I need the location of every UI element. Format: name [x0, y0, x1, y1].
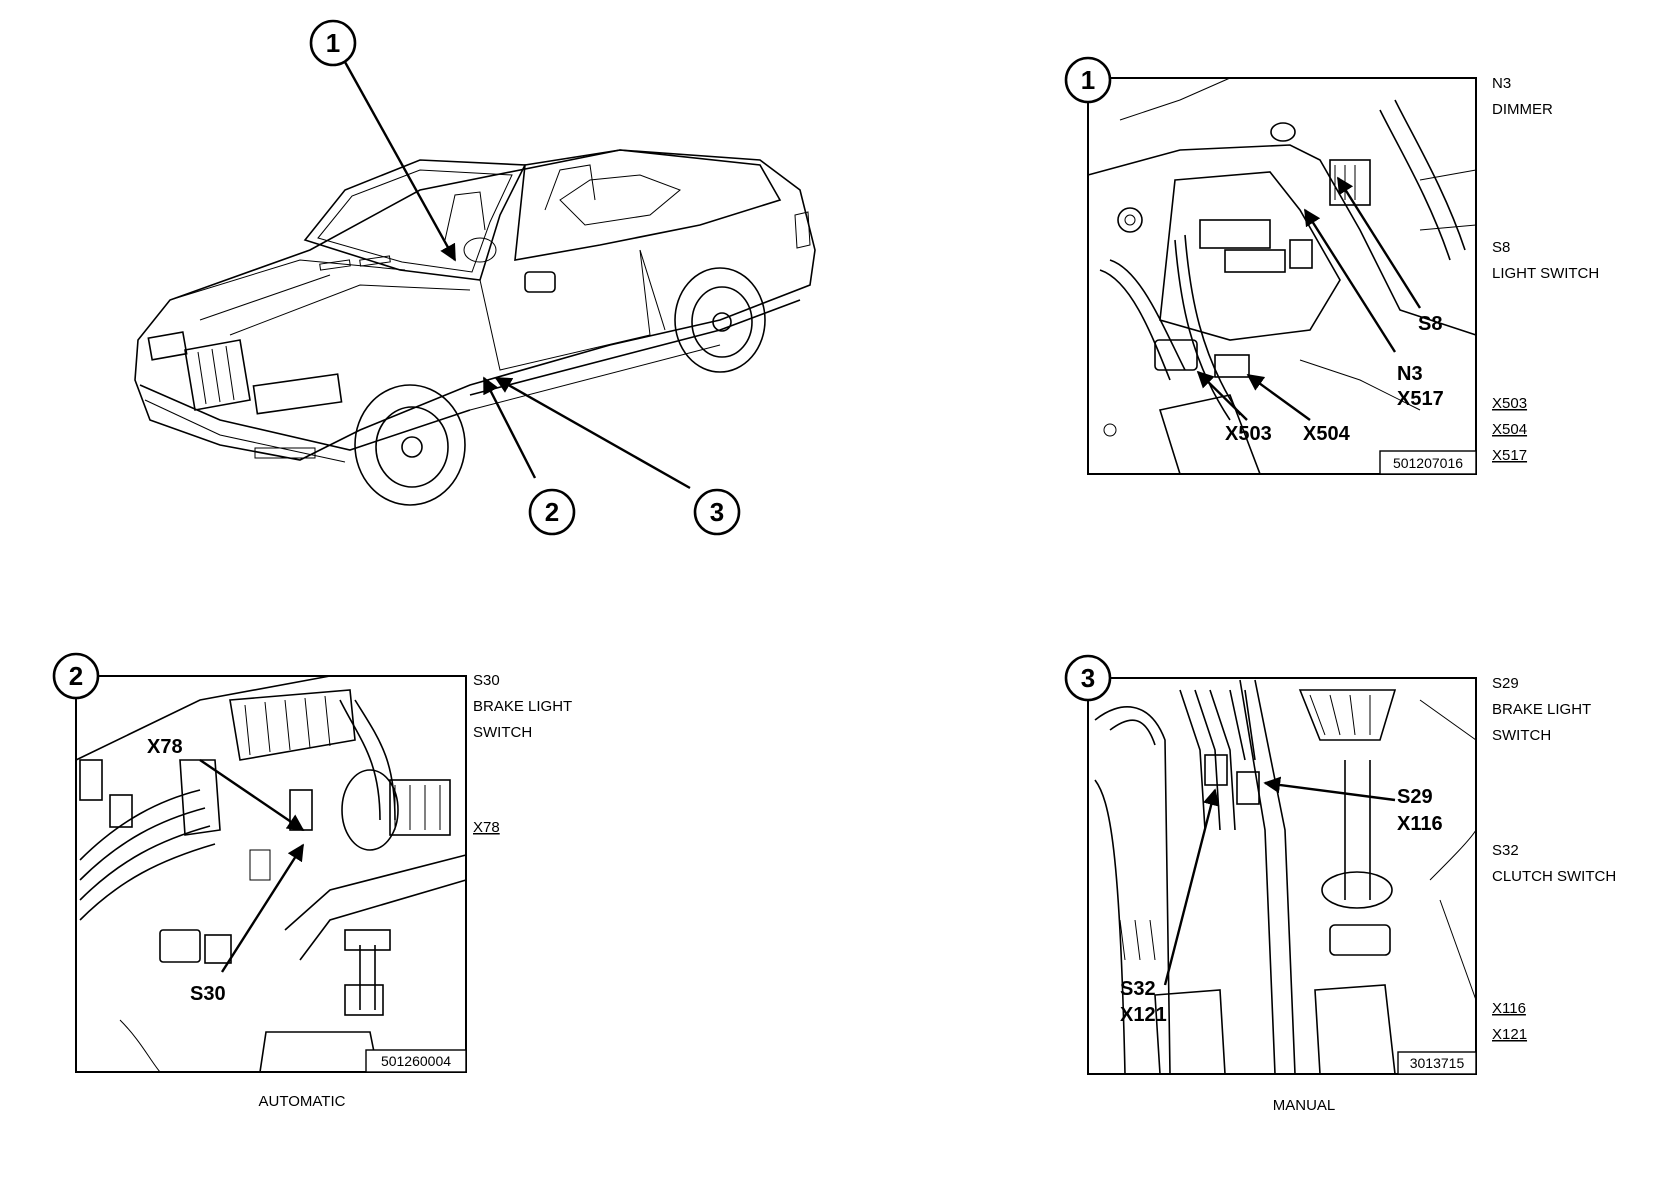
panel-1-number-badge: [1064, 56, 1112, 104]
panel-1-image-code-box: [1379, 450, 1477, 475]
panel-1-arrow-n3: [1303, 208, 1397, 353]
panel-3-caption: MANUAL: [1273, 1097, 1336, 1114]
panel-1-connector-x503: X503: [1492, 395, 1527, 412]
panel-1-callout-s8: S8: [1418, 313, 1442, 335]
panel-3-label-s29-code: S29: [1492, 675, 1519, 692]
car-overview-illustration: [134, 149, 816, 506]
panel-2-callout-s30: S30: [190, 983, 226, 1005]
panel-3-image-code-box: [1397, 1051, 1477, 1075]
panel-1-callout-n3: N3: [1397, 363, 1423, 385]
panel-2-number: 2: [69, 661, 83, 691]
panel-1-illustration: [1087, 77, 1477, 475]
panel-1-arrow-x503: [1196, 370, 1248, 421]
panel-3-label-s29-desc-2: SWITCH: [1492, 727, 1551, 744]
panel-3-frame: [1087, 677, 1477, 1075]
panel-3-label-s29-desc-1: BRAKE LIGHT: [1492, 701, 1591, 718]
panel-3-arrow-s29: [1263, 776, 1396, 802]
panel-3-connector-x116: X116: [1492, 1000, 1526, 1017]
panel-1-connector-x504: X504: [1492, 421, 1527, 438]
panel-2-number-badge: [52, 652, 100, 700]
panel-2-image-code-box: [365, 1049, 467, 1073]
panel-2-arrow-s30: [220, 843, 305, 973]
leader-line-3: [494, 376, 691, 490]
panel-1-arrow-x504: [1246, 374, 1311, 421]
panel-1-callout-x504: X504: [1303, 423, 1351, 445]
panel-1-number: 1: [1081, 65, 1095, 95]
panel-3-connector-x121: X121: [1492, 1026, 1527, 1043]
panel-1-label-n3-desc: DIMMER: [1492, 101, 1553, 118]
panel-1-callout-x503: X503: [1225, 423, 1272, 445]
panel-1-callout-x517: X517: [1397, 388, 1444, 410]
panel-2-callout-x78: X78: [147, 736, 183, 758]
overview-marker-2: 2: [528, 488, 576, 536]
panel-1-image-code: 501207016: [1393, 455, 1463, 471]
panel-1-dimmer-light-switch: S8 N3 X517 X503 X504 501207016 1 N3 DIMM…: [1064, 56, 1599, 475]
svg-text:1: 1: [326, 28, 340, 58]
panel-1-label-s8-code: S8: [1492, 239, 1510, 256]
panel-2-arrow-x78: [199, 759, 305, 831]
leader-line-1: [343, 61, 457, 262]
overview-marker-1: 1: [309, 19, 357, 67]
panel-1-label-n3-code: N3: [1492, 75, 1511, 92]
panel-2-caption: AUTOMATIC: [259, 1093, 346, 1110]
panel-3-callout-x116: X116: [1397, 813, 1443, 835]
panel-3-label-s32-desc: CLUTCH SWITCH: [1492, 868, 1616, 885]
panel-3-illustration: [1094, 679, 1477, 1075]
svg-text:3: 3: [710, 497, 724, 527]
panel-2-label-s30-desc-1: BRAKE LIGHT: [473, 698, 572, 715]
panel-3-callout-x121: X121: [1120, 1004, 1167, 1026]
panel-3-number-badge: [1064, 654, 1112, 702]
panel-2-frame: [75, 675, 467, 1073]
panel-3-number: 3: [1081, 663, 1095, 693]
panel-3-image-code: 3013715: [1410, 1055, 1465, 1071]
panel-3-callout-s29: S29: [1397, 786, 1433, 808]
panel-3-callout-s32: S32: [1120, 978, 1156, 1000]
panel-3-label-s32-code: S32: [1492, 842, 1519, 859]
leader-line-2: [482, 376, 537, 479]
panel-2-label-s30-code: S30: [473, 672, 500, 689]
panel-3-brake-clutch-switch-manual: S29 X116 S32 X121 3013715 3 S29 BRAKE LI…: [1064, 654, 1616, 1114]
panel-2-connector-x78: X78: [473, 819, 500, 836]
panel-2-brake-light-switch-automatic: X78 S30 501260004 2 S30 BRAKE LIGHT SWIT…: [52, 652, 572, 1110]
overview-marker-3: 3: [693, 488, 741, 536]
panel-1-label-s8-desc: LIGHT SWITCH: [1492, 265, 1599, 282]
panel-1-frame: [1087, 77, 1477, 475]
panel-2-label-s30-desc-2: SWITCH: [473, 724, 532, 741]
panel-2-image-code: 501260004: [381, 1053, 451, 1069]
panel-3-arrow-s32: [1163, 788, 1220, 986]
panel-1-arrow-s8: [1336, 176, 1422, 309]
panel-1-connector-x517: X517: [1492, 447, 1527, 464]
svg-text:2: 2: [545, 497, 559, 527]
